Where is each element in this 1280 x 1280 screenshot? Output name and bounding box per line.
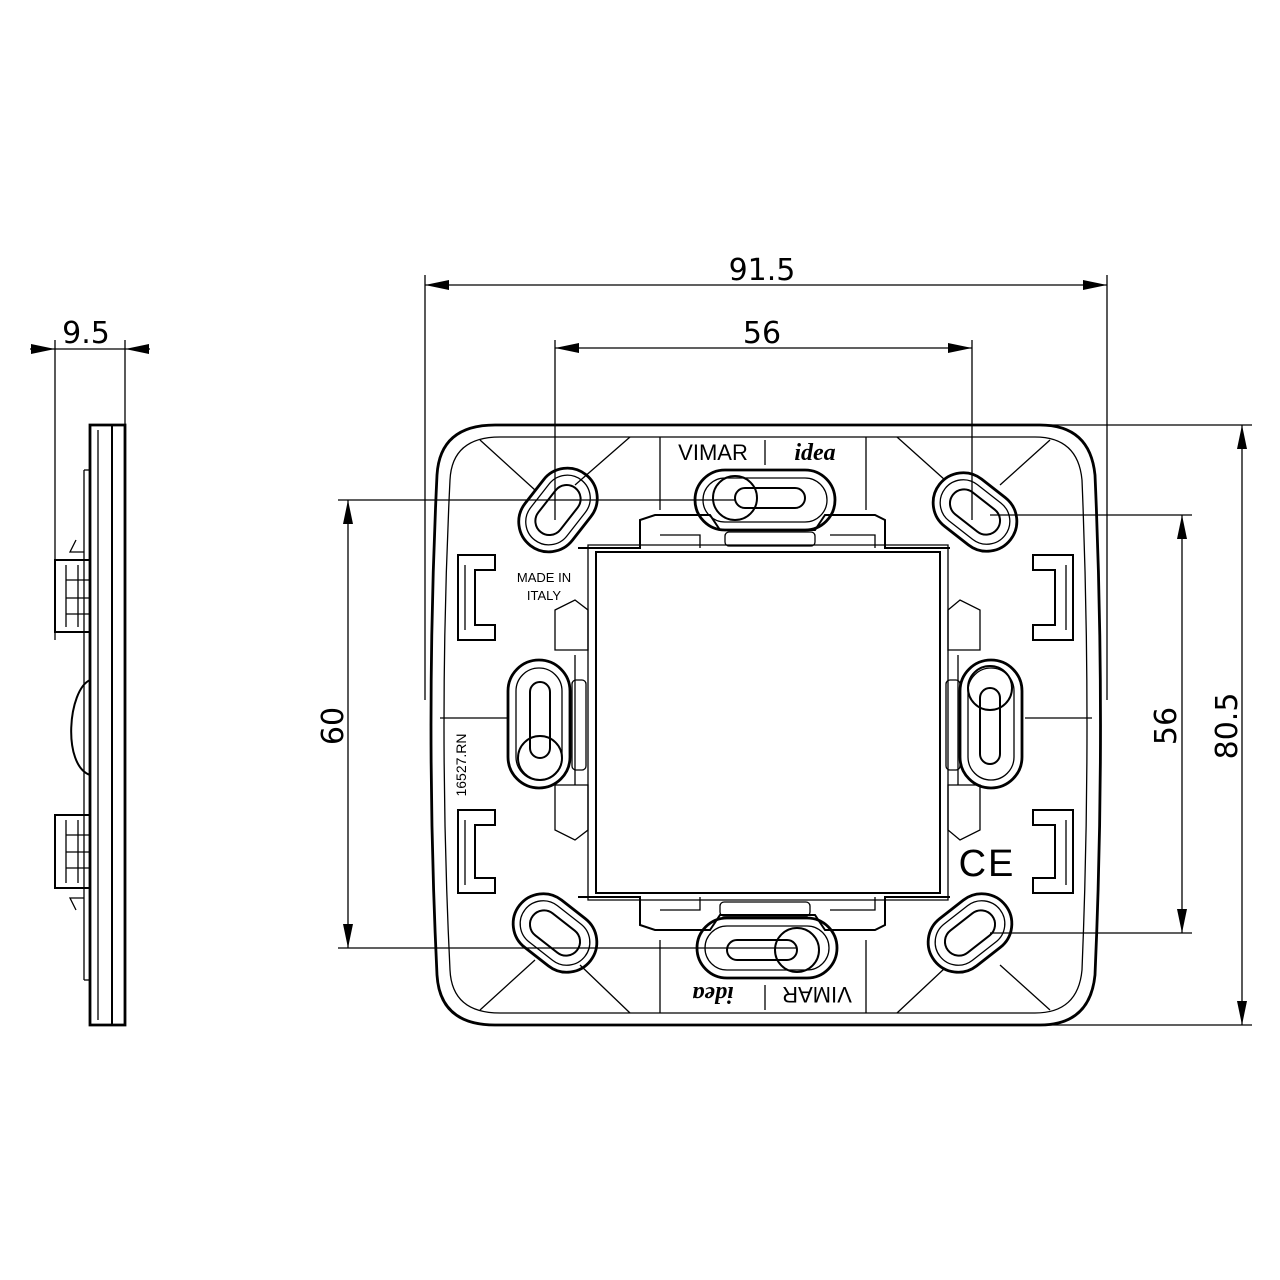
screw-slot-bottom-right xyxy=(926,892,1014,974)
screw-spacing-vertical-right-dimension: 56 xyxy=(1149,707,1184,745)
side-bulge xyxy=(70,679,91,776)
keyhole-slot-bottom xyxy=(695,901,839,980)
central-opening xyxy=(595,551,941,894)
screw-slot-top-right xyxy=(931,471,1019,553)
screw-spacing-horizontal-dimension: 56 xyxy=(743,316,781,351)
plate-clip-left-bottom xyxy=(457,809,496,894)
side-clip-top xyxy=(54,539,91,633)
ce-mark: CE xyxy=(959,843,1016,885)
italy-label: ITALY xyxy=(527,588,562,603)
part-number-label: 16527.RN xyxy=(453,733,469,796)
series-label-top: idea xyxy=(794,440,835,466)
made-in-label: MADE IN xyxy=(517,570,571,585)
keyhole-slot-right xyxy=(945,658,1024,790)
brand-label-top: VIMAR xyxy=(678,440,748,465)
overall-height-dimension: 80.5 xyxy=(1210,693,1245,760)
keyhole-slot-left xyxy=(506,658,587,790)
plate-clip-right-bottom xyxy=(1032,809,1074,894)
front-view: VIMAR idea VIMAR idea MADE IN ITALY 1652… xyxy=(316,253,1252,1027)
keyhole-slot-top xyxy=(693,468,837,547)
overall-width-dimension: 91.5 xyxy=(729,253,796,288)
screw-slot-top-left xyxy=(517,466,599,554)
corner-ribs xyxy=(479,436,1051,1014)
series-label-bottom: idea xyxy=(692,981,733,1007)
brand-label-bottom: VIMAR xyxy=(782,982,852,1007)
screw-slot-bottom-left xyxy=(511,892,599,974)
side-depth-dimension: 9.5 xyxy=(62,316,110,351)
plate-clip-left-top xyxy=(457,554,496,641)
side-clip-bottom xyxy=(54,814,91,911)
side-view: 9.5 xyxy=(30,316,150,1027)
screw-spacing-vertical-left-dimension: 60 xyxy=(316,707,351,745)
plate-clip-right-top xyxy=(1032,554,1074,641)
